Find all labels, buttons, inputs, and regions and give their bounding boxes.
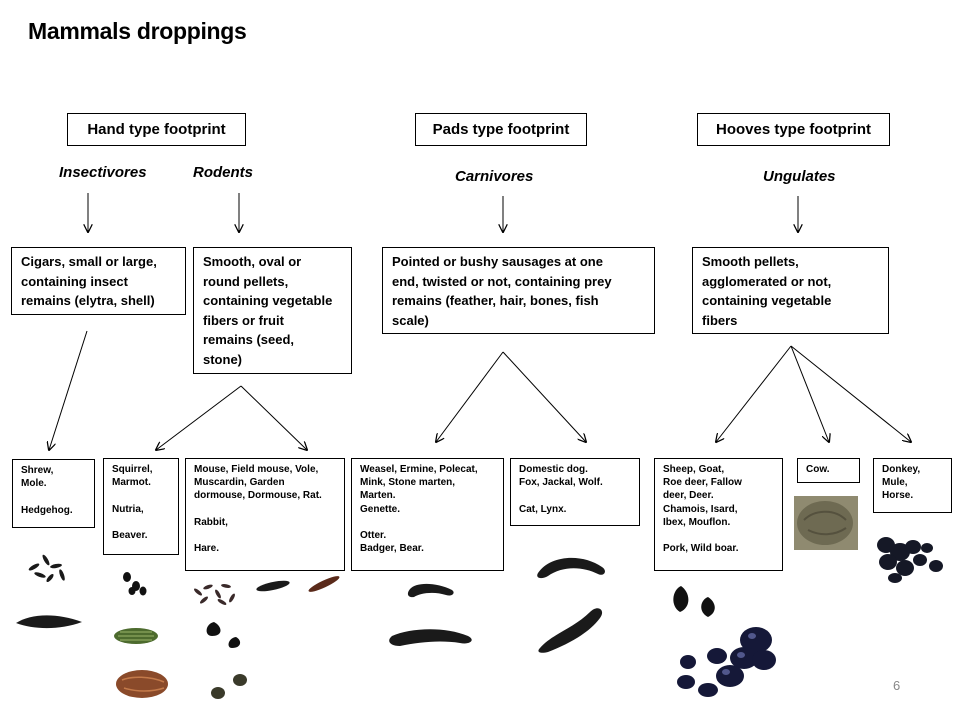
weasel-droppings-illustration [389,583,472,646]
species-weasel-box: Weasel, Ermine, Polecat, Mink, Stone mar… [351,458,504,571]
dog-droppings-illustration [537,557,605,653]
species-cow-box: Cow. [797,458,860,483]
rodents-description: Smooth, oval or round pellets, containin… [193,247,352,374]
carnivores-label: Carnivores [455,168,534,185]
pads-footprint-box: Pads type footprint [415,113,587,146]
shrew-droppings-illustration [16,554,82,629]
sheep-droppings-illustration [673,586,776,697]
species-sheep-box: Sheep, Goat, Roe deer, Fallow deer, Deer… [654,458,783,571]
arrow-to-mouse [240,385,307,450]
species-dog-box: Domestic dog. Fox, Jackal, Wolf. Cat, Ly… [510,458,640,526]
species-mouse-box: Mouse, Field mouse, Vole, Muscardin, Gar… [185,458,345,571]
cow-droppings-illustration [794,496,858,550]
carnivores-description: Pointed or bushy sausages at one end, tw… [382,247,655,334]
species-shrew-box: Shrew, Mole. Hedgehog. [12,459,95,528]
arrow-to-squirrel [156,385,242,450]
slide-title: Mammals droppings [28,18,247,44]
ungulates-label: Ungulates [763,168,836,185]
mouse-droppings-illustration [193,576,340,699]
species-donkey-box: Donkey, Mule, Horse. [873,458,952,513]
ungulates-description: Smooth pellets, agglomerated or not, con… [692,247,889,334]
arrow-to-sheep [716,345,792,442]
rodents-label: Rodents [193,164,253,181]
hand-footprint-box: Hand type footprint [67,113,246,146]
page-number: 6 [893,678,901,693]
arrow-to-dog [502,351,586,442]
horse-droppings-illustration [877,537,943,583]
arrow-to-weasel [436,351,504,442]
squirrel-droppings-illustration [114,572,168,698]
arrow-to-donkey [790,345,911,442]
hooves-footprint-box: Hooves type footprint [697,113,890,146]
insectivores-label: Insectivores [59,164,147,181]
arrow-to-cow [790,345,829,442]
species-squirrel-box: Squirrel, Marmot. Nutria, Beaver. [103,458,179,555]
insectivores-description: Cigars, small or large, containing insec… [11,247,186,315]
arrow-to-shrew [49,330,88,450]
